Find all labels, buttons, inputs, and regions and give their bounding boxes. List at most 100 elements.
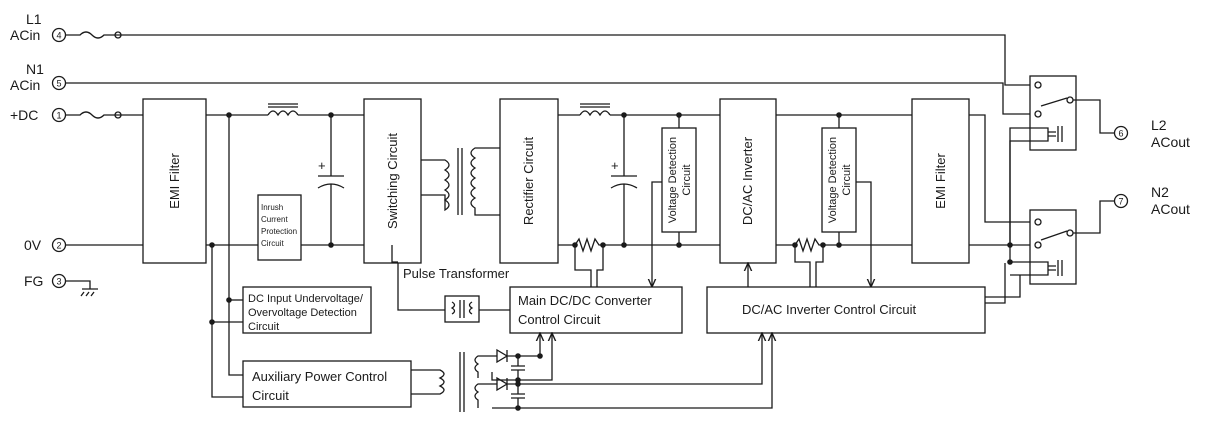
rectifier-circuit [499, 98, 559, 264]
terminal-0v-name: 0V [24, 237, 42, 253]
inrush-label-3: Protection [261, 227, 297, 236]
switching-drive-line [397, 263, 445, 311]
voltage-detection-2-label-b: Circuit [841, 164, 853, 195]
terminal-n1-number: 5 [56, 79, 61, 89]
terminal-l1-name: L1 [26, 11, 42, 27]
choke-1-core [268, 103, 298, 108]
terminal-fg: FG 3 [24, 273, 98, 297]
terminal-n1: N1 ACin 5 [10, 61, 67, 93]
terminal-dc-number: 1 [56, 111, 61, 121]
aux-transformer-secondary [474, 355, 492, 408]
junction [328, 112, 334, 118]
terminal-l2-name: L2 [1151, 117, 1167, 133]
inrush-label-4: Circuit [261, 239, 284, 248]
voltage-detection-2 [821, 127, 857, 233]
dc-ac-inverter [719, 98, 777, 264]
junction [226, 297, 232, 303]
junction [676, 112, 682, 118]
auxiliary-power-control-circuit [242, 360, 412, 408]
terminal-0v: 0V 2 [24, 237, 67, 253]
minus-to-aux [211, 245, 243, 398]
relay-1-contact [1034, 110, 1042, 118]
inrush-label-2: Current [261, 215, 288, 224]
shunt-2-sense [794, 245, 824, 287]
emi-filter-1 [142, 98, 207, 264]
terminal-fg-name: FG [24, 273, 43, 289]
terminal-0v-number: 2 [56, 241, 61, 251]
inrush-current-protection-box [257, 194, 302, 261]
rectifier-circuit-label: Rectifier Circuit [521, 137, 536, 226]
junction [621, 242, 627, 248]
relay-2-coil [1030, 260, 1063, 276]
transformer-core [457, 148, 463, 215]
terminal-l1: L1 ACin 4 [10, 11, 67, 43]
capacitor-1-plus: + [318, 158, 326, 173]
terminal-n2-sub: ACout [1151, 201, 1190, 217]
emi-filter-1-label: EMI Filter [167, 153, 182, 209]
aux-to-inv-ctrl-gnd [518, 333, 772, 409]
fuse-dc-end [114, 111, 122, 119]
voltage-detection-1-label-b: Circuit [681, 164, 693, 195]
terminal-n2-number: 7 [1118, 197, 1123, 207]
relay-2-to-n2 [1073, 200, 1115, 234]
uvov-label-1: DC Input Undervoltage/ [248, 293, 364, 305]
aux-cap-1 [491, 356, 525, 381]
aux-to-main-ctrl-gnd [518, 333, 552, 381]
aux-label-1: Auxiliary Power Control [252, 369, 387, 384]
shunt-resistor-1 [574, 236, 720, 254]
main-ctrl-label-1: Main DC/DC Converter [518, 293, 652, 308]
relay-1-arm [1040, 97, 1068, 107]
inv-ctrl-to-relay [985, 275, 1021, 298]
inv-ctrl-label: DC/AC Inverter Control Circuit [742, 302, 916, 317]
capacitor-2 [610, 115, 638, 245]
uvov-label-2: Overvoltage Detection [248, 307, 357, 319]
aux-cap-2 [492, 384, 525, 409]
l1-input-line [65, 31, 1030, 86]
relay-2-arm [1040, 230, 1068, 241]
relay-2 [1029, 209, 1077, 285]
frame-ground-symbol [65, 280, 98, 297]
junction [328, 242, 334, 248]
transformer-secondary [470, 147, 500, 216]
junction [209, 319, 215, 325]
gate-line [391, 245, 398, 263]
dc-input-uv-ov-detection [242, 286, 372, 334]
relay-1-coil [1030, 126, 1063, 142]
terminal-l2-circle [1113, 125, 1129, 141]
choke-1 [267, 110, 299, 117]
voltage-detection-2-label-a: Voltage Detection [827, 137, 839, 223]
relay-2-contact [1034, 218, 1042, 226]
choke-2-core [580, 103, 610, 108]
aux-transformer-primary [411, 369, 445, 395]
switching-circuit-label: Switching Circuit [385, 133, 400, 229]
emi-filter-2-label: EMI Filter [933, 153, 948, 209]
terminal-l1-number: 4 [56, 31, 61, 41]
terminal-l2-sub: ACout [1151, 134, 1190, 150]
aux-diode-1 [492, 333, 540, 364]
emi2-to-relay1 [1009, 127, 1030, 245]
inv-ctrl-to-relay-2 [985, 263, 1006, 304]
terminal-dc: +DC 1 [10, 107, 67, 123]
terminal-n2: 7 N2 ACout [1113, 184, 1190, 217]
vdet1-to-main-ctrl [652, 181, 662, 287]
pulse-transformer-windings [450, 300, 474, 318]
junction [621, 112, 627, 118]
switching-circuit [363, 98, 422, 264]
shunt-1-sense [574, 245, 604, 287]
n1-input-line [65, 82, 1030, 115]
terminal-l2: 6 L2 ACout [1113, 117, 1190, 150]
emi-filter-2 [911, 98, 970, 264]
dc-ac-inverter-label: DC/AC Inverter [740, 136, 755, 225]
terminal-fg-number: 3 [56, 277, 61, 287]
terminal-n2-circle [1113, 193, 1129, 209]
junction [515, 353, 521, 359]
capacitor-2-plus: + [611, 158, 619, 173]
junction [515, 381, 521, 387]
terminal-n1-name: N1 [26, 61, 44, 77]
aux-transformer-core [459, 352, 465, 412]
capacitor-1 [317, 115, 345, 245]
terminal-dc-name: +DC [10, 107, 38, 123]
voltage-detection-1-label-a: Voltage Detection [667, 137, 679, 223]
transformer-primary [421, 159, 450, 212]
